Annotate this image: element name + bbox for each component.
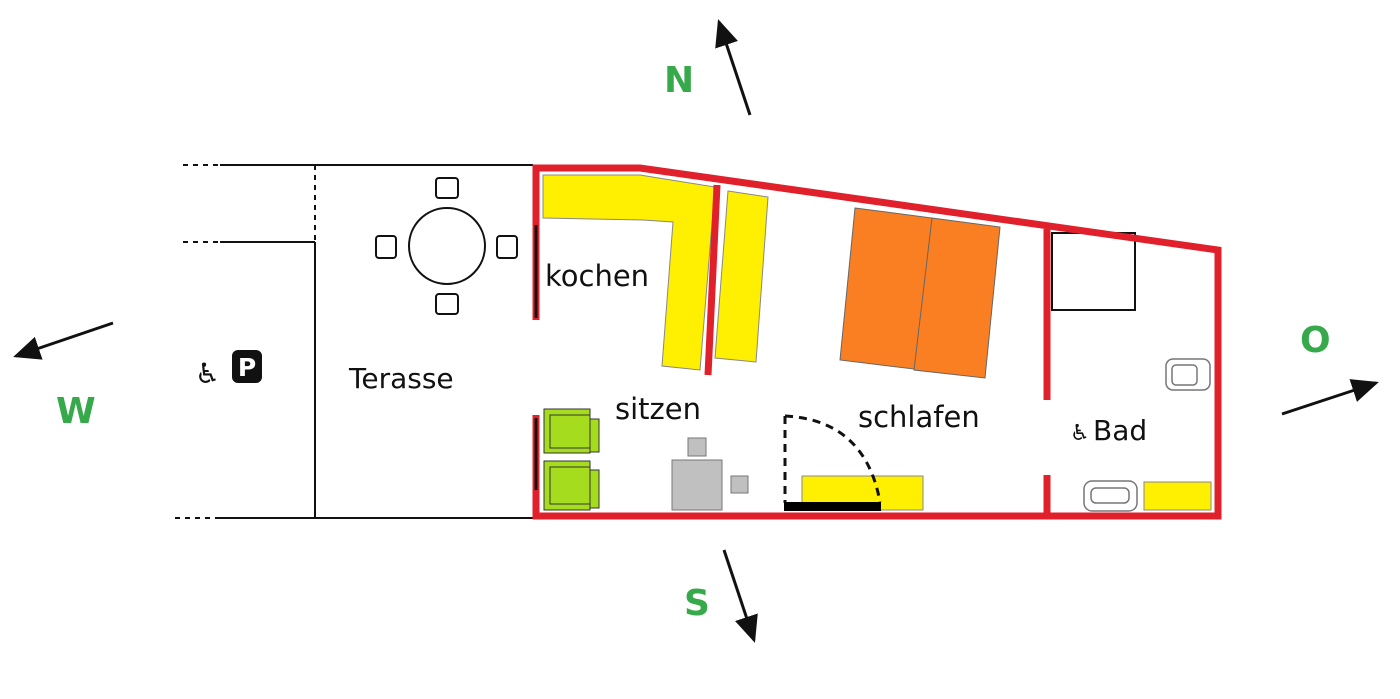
bath-cabinet — [1143, 481, 1212, 511]
label-terasse: Terasse — [348, 362, 454, 395]
label-kochen: kochen — [545, 259, 649, 293]
label-schlafen: schlafen — [858, 400, 980, 434]
toilet — [1083, 480, 1138, 512]
parking-letter: P — [238, 353, 256, 382]
door-swing — [783, 414, 882, 503]
terrace-table — [375, 177, 518, 315]
north-arrow-icon — [715, 19, 752, 116]
armchairs — [543, 408, 600, 511]
door — [784, 502, 881, 511]
kitchen-counter-2 — [714, 190, 769, 363]
bed-right — [913, 217, 1001, 379]
compass-west: W — [56, 391, 96, 432]
shower — [1051, 232, 1136, 311]
compass: N O W S — [56, 60, 1331, 624]
label-bad: Bad — [1093, 414, 1147, 447]
west-arrow-icon — [13, 321, 114, 360]
compass-east: O — [1300, 320, 1331, 361]
wheelchair-parking-icon: ♿ — [195, 357, 220, 390]
east-arrow-icon — [1281, 379, 1379, 416]
terrace-outline — [175, 164, 533, 519]
compass-arrows — [13, 19, 1379, 643]
kitchen-counter — [542, 174, 716, 371]
compass-north: N — [664, 60, 694, 101]
label-sitzen: sitzen — [615, 392, 701, 426]
compass-south: S — [684, 583, 710, 624]
south-arrow-icon — [722, 549, 758, 643]
dining-table — [671, 437, 749, 511]
parking-icon — [232, 350, 262, 383]
sink — [1165, 358, 1211, 391]
wheelchair-icon: ♿ — [1070, 421, 1090, 446]
windows — [532, 225, 1051, 490]
